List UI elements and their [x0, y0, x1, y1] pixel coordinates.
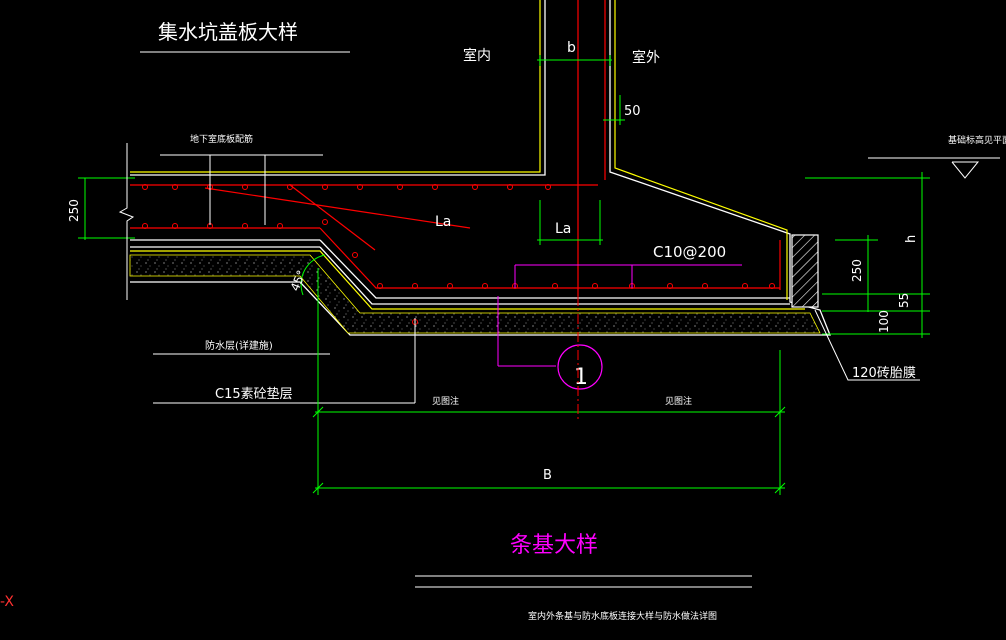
outdoor-label: 室外 [632, 49, 660, 66]
basement-floor-leader [160, 154, 323, 225]
dim-55-label: 55 [897, 293, 911, 308]
dim-100-label: 100 [877, 310, 891, 333]
brick-formwork-hatch [791, 234, 819, 308]
dim-50-lines [603, 95, 625, 125]
brick-formwork-label: 120砖胎膜 [852, 366, 916, 381]
bottom-width-dimensions [312, 268, 786, 495]
angle-arc [300, 254, 326, 296]
brick-leader [814, 309, 920, 381]
dim-50-label: 50 [624, 104, 641, 119]
detail-note: 室内外条基与防水底板连接大样与防水做法详图 [528, 610, 717, 622]
detail-callout-number: 1 [574, 365, 588, 390]
half-width-right-label: 见图注 [665, 395, 692, 407]
detail-callout-circle [557, 344, 603, 390]
left-250-label: 250 [67, 199, 81, 222]
rebar-spacing-label: C10@200 [653, 243, 726, 261]
la-dimension-right [537, 200, 603, 245]
footing-outline [130, 0, 831, 336]
plate-detail-title: 集水坑盖板大样 [158, 20, 298, 44]
c15-cushion-layer [129, 254, 821, 334]
dim-250-right-label: 250 [850, 259, 864, 282]
axis-x-marker: -X [0, 594, 14, 610]
basement-floor-label: 地下室底板配筋 [190, 133, 253, 145]
right-dimension-lines [805, 172, 930, 338]
la-label-left: La [435, 214, 451, 230]
dim-b-label: b [567, 40, 576, 56]
rebar-spacing-bracket [497, 264, 742, 367]
dim-B-label: B [543, 468, 552, 483]
indoor-label: 室内 [463, 47, 491, 64]
section-title: 条基大样 [510, 533, 598, 558]
left-break-line [118, 143, 135, 300]
ground-elevation-mark [868, 157, 1000, 179]
dim-h-label: h [904, 235, 919, 243]
wall-thickness-dimension [537, 55, 612, 66]
ground-elevation-label: 基础标高见平面图 [948, 134, 1006, 146]
half-width-left-label: 见图注 [432, 395, 459, 407]
left-250-dimension [78, 177, 135, 240]
waterproof-cushion-leaders [153, 318, 416, 404]
la-label-right: La [555, 221, 571, 237]
cushion-layer-label: C15素砼垫层 [215, 386, 293, 402]
section-title-underlines [415, 575, 752, 588]
waterproof-layer-label: 防水层(详建施) [205, 339, 273, 352]
